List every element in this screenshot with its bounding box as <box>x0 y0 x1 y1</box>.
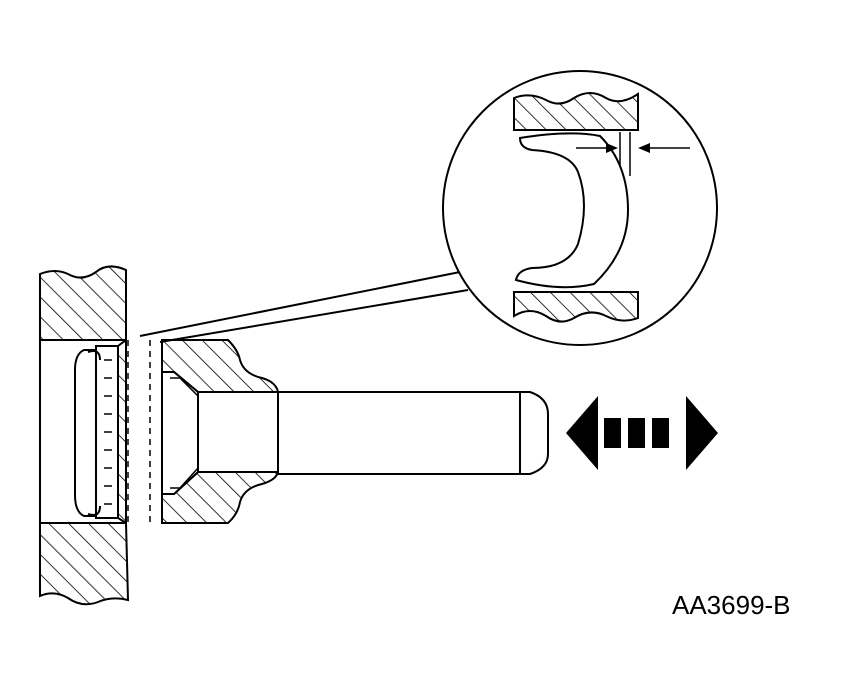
figure-id-label: AA3699-B <box>672 590 791 620</box>
measurement-arrow-left <box>576 143 618 153</box>
housing-upper-section <box>39 265 127 341</box>
housing-lower-section <box>39 522 130 606</box>
leader-line-upper <box>139 271 461 337</box>
arrow-dash-1 <box>604 418 621 448</box>
bearing-seal <box>74 338 127 525</box>
seal-lip <box>74 349 97 517</box>
arrow-head-left <box>566 396 598 470</box>
arrow-head-right <box>686 396 718 470</box>
seal-garter-spring <box>87 350 101 516</box>
detail-lower-housing <box>513 291 639 323</box>
output-shaft <box>277 391 549 475</box>
yoke-upper-section <box>161 339 280 393</box>
yoke-inner-taper <box>170 377 199 489</box>
detail-callout <box>139 70 718 346</box>
detail-seal-lip <box>514 132 630 289</box>
arrow-dash-2 <box>628 418 645 448</box>
detail-upper-housing <box>513 92 639 131</box>
yoke-bore <box>197 391 279 473</box>
yoke-flange <box>161 339 280 524</box>
gap-dashes <box>127 340 151 523</box>
housing <box>39 265 130 606</box>
double-headed-arrow-icon <box>566 396 718 470</box>
seal-rollers <box>104 359 112 505</box>
arrow-dash-3 <box>652 418 669 448</box>
leader-line-lower <box>159 289 469 343</box>
seal-taper <box>117 338 127 525</box>
shaft-body <box>277 391 549 475</box>
detail-circle <box>442 70 718 346</box>
measurement-arrow-right <box>638 143 690 153</box>
